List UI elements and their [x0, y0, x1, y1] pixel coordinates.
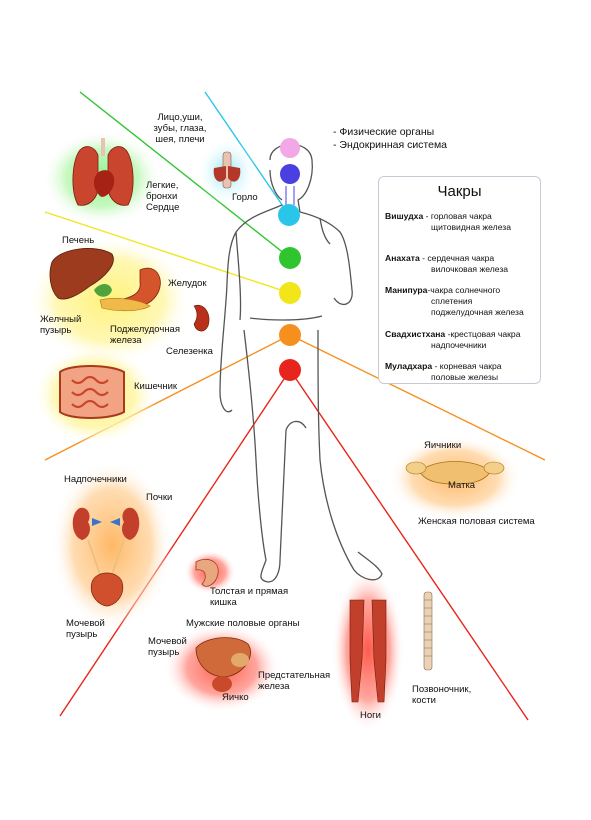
label-adrenal: Надпочечники — [64, 474, 127, 485]
bladder-icon — [90, 572, 124, 607]
chakra-box-title: Чакры — [437, 183, 482, 200]
label-liver: Печень — [62, 235, 95, 246]
label-intestine: Кишечник — [134, 381, 178, 392]
label-colon: Толстая и прямая кишка — [210, 586, 289, 608]
lungs-heart-icon — [72, 138, 134, 206]
liver-icon — [49, 248, 114, 300]
chakra-item-muladhara: Муладхара - корневая чакра половые желез… — [385, 361, 502, 382]
gallbladder-icon — [94, 284, 112, 297]
chakra-name: Свадхистхана — [385, 329, 446, 339]
chakra-dot-sacral — [279, 324, 301, 346]
chakra-dot-throat — [278, 204, 300, 226]
kidneys-adrenal-icon — [72, 507, 140, 581]
line-solar — [44, 211, 291, 294]
legend: - Физические органы - Эндокринная систем… — [333, 126, 447, 152]
chakra-item-manipura: Манипура-чакра солнечного сплетения подж… — [385, 285, 524, 317]
label-female-system: Женская половая система — [418, 516, 535, 527]
label-throat: Горло — [232, 192, 258, 203]
label-kidneys: Почки — [146, 492, 173, 503]
legend-endocrine-system: - Эндокринная система — [333, 139, 448, 151]
chakra-name: Манипура — [385, 285, 428, 295]
chakra-dot-crown — [280, 138, 300, 158]
chakra-dot-third-eye — [280, 164, 300, 184]
label-spleen: Селезенка — [166, 346, 213, 357]
label-lungs: Легкие, бронхи Сердце — [146, 180, 180, 213]
label-legs: Ноги — [360, 710, 381, 721]
label-uterus: Матка — [448, 480, 476, 491]
spine-icon — [423, 591, 433, 671]
label-testicle: Яичко — [222, 692, 249, 703]
chakra-item-svadhisthana: Свадхистхана -крестцовая чакра надпочечн… — [385, 329, 521, 350]
colon-icon — [195, 558, 219, 587]
chakra-name: Муладхара — [385, 361, 433, 371]
label-pancreas: Поджелудочная железа — [110, 324, 180, 346]
line-sacral-right — [289, 334, 546, 461]
label-bladder: Мочевой пузырь — [66, 618, 105, 640]
chakra-dot-root — [279, 359, 301, 381]
female-organs-icon — [405, 461, 505, 485]
line-heart — [79, 91, 291, 259]
intestine-icon — [59, 365, 125, 419]
label-spine: Позвоночник, кости — [412, 684, 472, 706]
label-face: Лицо,уши, зубы, глаза, шея, плечи — [153, 112, 207, 145]
chakra-name: Анахата — [385, 253, 420, 263]
chakra-info-box: Чакры Вишудха - горловая чакра щитовидна… — [378, 176, 541, 384]
human-body-outline — [219, 143, 383, 583]
legend-physical-organs: - Физические органы — [333, 126, 435, 138]
thyroid-icon — [213, 151, 241, 189]
chakra-dot-solar — [279, 282, 301, 304]
chakra-item-vishuddha: Вишудха - горловая чакра щитовидная желе… — [385, 211, 512, 232]
label-prostate: Предстательная железа — [258, 670, 331, 692]
label-ovaries: Яичники — [424, 440, 462, 451]
chakra-name: Вишудха — [385, 211, 424, 221]
line-root-right — [289, 369, 529, 721]
chakra-item-anahata: Анахата - сердечная чакра вилочковая жел… — [385, 253, 509, 274]
chakra-dots — [278, 138, 301, 381]
male-organs-icon — [195, 637, 251, 692]
pancreas-icon — [99, 298, 151, 312]
legs-icon — [349, 599, 387, 703]
label-gallbladder: Желчный пузырь — [40, 314, 82, 336]
label-stomach: Желудок — [168, 278, 207, 289]
label-male-bladder: Мочевой пузырь — [148, 636, 187, 658]
spleen-icon — [193, 304, 210, 332]
chakra-dot-heart — [279, 247, 301, 269]
label-male-organs: Мужские половые органы — [186, 618, 300, 629]
line-root-left — [59, 369, 291, 717]
